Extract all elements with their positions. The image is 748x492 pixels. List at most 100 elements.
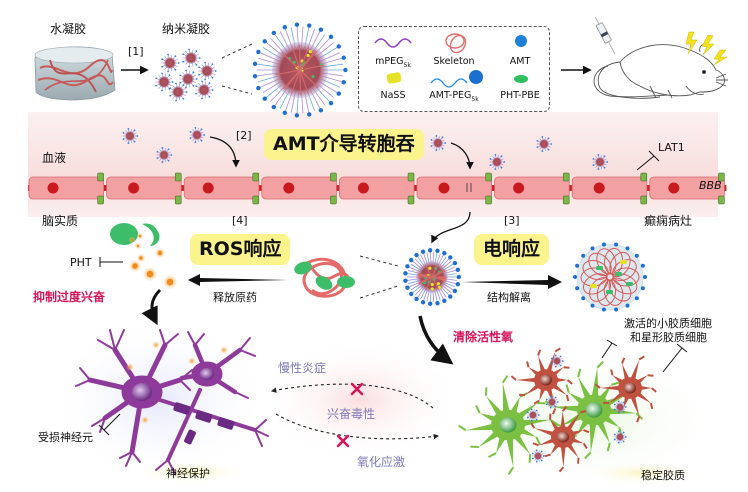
- amt-dot: [591, 304, 595, 308]
- neuroprotection-label: 神经保护: [166, 468, 210, 479]
- pht-label: PHT: [70, 257, 92, 268]
- dashed-link-top: [360, 256, 398, 266]
- amt-dot: [626, 246, 630, 250]
- lat1-transporter: [175, 173, 181, 181]
- blood-label: 血液: [42, 152, 66, 164]
- amt-dot: [602, 307, 606, 311]
- endothelial-cell: [184, 177, 259, 199]
- payload-fragment: [620, 260, 627, 264]
- endothelial-cell: [29, 177, 104, 199]
- nanogel-particle: [593, 154, 609, 170]
- lat1-transporter: [253, 173, 259, 181]
- cell-nucleus: [513, 183, 524, 194]
- blood-brain-barrier: [28, 173, 726, 204]
- lat1-transporter: [330, 196, 336, 204]
- endothelial-cell: [339, 177, 414, 199]
- nanogel-label: 纳米凝胶: [162, 23, 210, 35]
- skeleton-icon: [446, 33, 469, 56]
- legend-amt: AMT: [490, 57, 550, 67]
- nanogel-particle: [179, 70, 197, 89]
- endothelial-cell: [262, 177, 337, 199]
- cell-nucleus: [203, 183, 214, 194]
- cell-nucleus: [439, 183, 450, 194]
- amt-dot: [626, 304, 630, 308]
- legend-skeleton: Skeleton: [424, 57, 484, 67]
- endothelial-cell: [107, 177, 182, 199]
- dissociated-nanogel: [573, 243, 647, 312]
- step4-label: [4]: [232, 215, 248, 226]
- amt-dot: [575, 286, 579, 290]
- pht-dot: [131, 239, 133, 241]
- nanogel-particle: [195, 81, 213, 100]
- step3-label: [3]: [504, 215, 520, 226]
- dissociation-arrow: [462, 275, 562, 289]
- pht-dot: [167, 279, 174, 286]
- to-neuron-arrow: [152, 290, 160, 322]
- dissociation-label: 结构解离: [487, 292, 531, 303]
- lat1-transporter: [408, 196, 414, 204]
- transcytosis-tag: AMT介导转胞吞: [264, 129, 424, 160]
- release-arrow: [188, 274, 288, 286]
- lat1-transporter: [563, 196, 569, 204]
- payload-fragment: [590, 284, 597, 288]
- pht-drug-particles: [129, 233, 178, 290]
- hydrogel-label: 水凝胶: [50, 23, 86, 35]
- cell-nucleus: [358, 183, 369, 194]
- lat1-transporter: [563, 173, 569, 181]
- amt-dot: [575, 264, 579, 268]
- amt-dot: [643, 275, 647, 279]
- hydrogel-illustration: [35, 47, 115, 100]
- nanogel-particle: [490, 154, 506, 170]
- lat1-transporter: [486, 173, 492, 181]
- damaged-neuron-label: 受损神经元: [38, 432, 93, 443]
- legend-box: mPEG5k Skeleton AMT NaSS AMT-PEG5k PHT-P…: [358, 26, 550, 112]
- amt-icon: [515, 35, 527, 47]
- cell-nucleus: [48, 183, 59, 194]
- endothelial-cell: [572, 177, 647, 199]
- pht-dot: [137, 245, 139, 247]
- payload-fragment: [615, 272, 622, 276]
- lat1-transporter: [408, 173, 414, 181]
- nanogel-particle: [182, 49, 200, 68]
- seizure-lightning-icons: [686, 32, 727, 65]
- activated-glia-label-2: 和星形胶质细胞: [630, 332, 707, 343]
- ros-response-tag: ROS响应: [190, 234, 290, 265]
- amt-dot: [581, 254, 585, 258]
- nanogel-cluster: [155, 49, 216, 102]
- lat1-transporter: [641, 173, 647, 181]
- nanogel-particle: [403, 248, 461, 306]
- nanogel-detail: [253, 23, 348, 118]
- lat1-transporter: [98, 196, 104, 204]
- nanogel-particle: [123, 128, 139, 144]
- scavenge-ros-label: 清除活性氧: [453, 331, 513, 343]
- stable-glia-label: 稳定胶质: [641, 470, 685, 481]
- lat1-transporter: [330, 173, 336, 181]
- step3-entry-arrow: [432, 212, 470, 242]
- release-drug-label: 释放原药: [213, 292, 257, 303]
- lat1-label: LAT1: [658, 142, 685, 153]
- nanogel-particle: [253, 23, 348, 118]
- amt-peg-icon: [431, 79, 467, 87]
- nanogel-particle: [161, 54, 179, 73]
- lat1-transporter: [253, 196, 259, 204]
- pht-glow: [152, 341, 160, 349]
- nanogel-particle: [198, 62, 216, 81]
- mouse-illustration: [592, 15, 728, 98]
- amt-dot: [602, 243, 606, 247]
- pht-pbe-icon: [514, 75, 528, 83]
- lat1-transporter: [486, 196, 492, 204]
- nanogel-particle: [190, 127, 206, 143]
- amt-dot: [614, 307, 618, 311]
- legend-amt-peg: AMT-PEG5k: [424, 91, 484, 103]
- skeleton-with-pht: [292, 259, 355, 296]
- cell-nucleus: [283, 183, 294, 194]
- legend-mpeg: mPEG5k: [363, 57, 423, 69]
- amt-dot: [635, 296, 639, 300]
- pht-dot: [139, 235, 141, 237]
- nanogel-particle: [431, 135, 447, 151]
- pht-glow: [188, 357, 196, 365]
- pht-dot: [132, 263, 138, 269]
- amt-dot: [641, 264, 645, 268]
- pht-glow: [141, 416, 149, 424]
- nanogel-particle: [169, 83, 187, 102]
